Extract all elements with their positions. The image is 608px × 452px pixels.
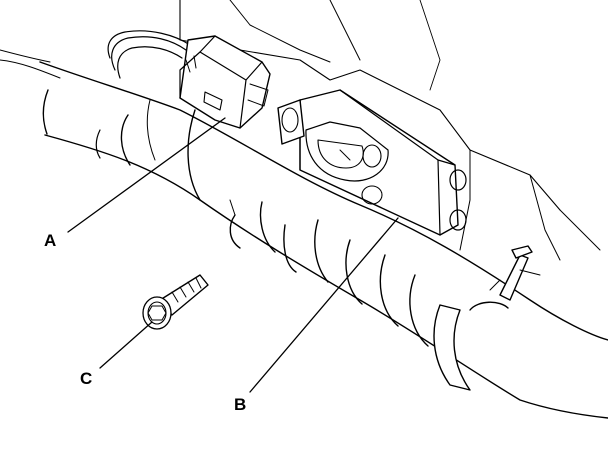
callout-a: A bbox=[44, 231, 57, 250]
bolt-c bbox=[142, 274, 209, 330]
leader-line-a bbox=[67, 117, 226, 233]
harness-clip bbox=[433, 245, 541, 391]
leader-lines bbox=[67, 117, 399, 393]
callout-c: C bbox=[80, 369, 93, 388]
leader-line-c bbox=[99, 321, 153, 369]
leader-line-b bbox=[249, 217, 399, 393]
sensor-module-b bbox=[277, 89, 467, 236]
connector-a bbox=[107, 30, 271, 129]
wire-harness bbox=[0, 49, 608, 419]
callout-b: B bbox=[234, 395, 247, 414]
